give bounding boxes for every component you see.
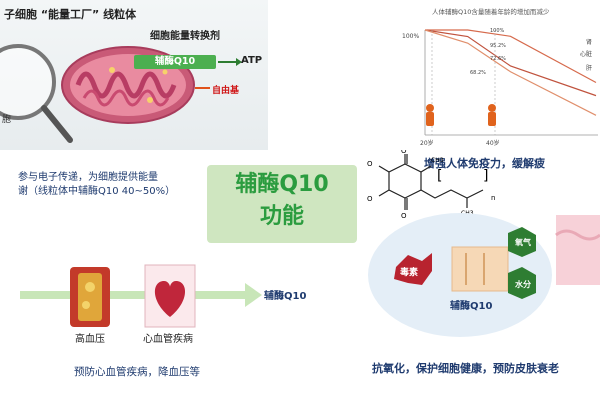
cell-label: 胞 <box>2 115 12 125</box>
magnifier-lens <box>0 44 56 120</box>
series-line-1 <box>424 29 597 97</box>
magnifier-handle <box>41 105 73 143</box>
series-line-2 <box>424 29 597 116</box>
skin-layer-art <box>556 215 600 285</box>
center-box <box>207 165 357 243</box>
isoprene-chain <box>420 189 484 199</box>
mitochondria-title: 子细胞 “能量工厂” 线粒体 <box>4 8 137 21</box>
label-cardiovascular-disease: 心血管疾病 <box>143 334 193 345</box>
chart-title: 人体辅酶Q10含量随着年龄的增加而减少 <box>432 8 550 16</box>
atp-label: ATP <box>241 55 263 66</box>
person-mid-icon <box>488 104 496 126</box>
water-label: 水分 <box>514 279 531 289</box>
svg-text:O: O <box>367 195 373 203</box>
svg-text:O: O <box>401 150 407 155</box>
cardio-illustration <box>20 264 262 328</box>
benzoquinone-ring <box>388 163 422 199</box>
mitochondria-illustration <box>0 44 242 143</box>
immunity-text: 增强人体免疫力，缓解疲 <box>424 157 545 170</box>
skin-patch <box>451 246 509 292</box>
series-label-liver: 肝 <box>586 65 592 72</box>
arrow-bar <box>20 291 245 299</box>
toxin-label: 毒素 <box>400 266 418 278</box>
methyl-label-a: CH3 <box>431 157 444 164</box>
electron-text-line2: 谢（线粒体中辅酶Q10 40~50%） <box>18 186 176 197</box>
person-young-icon <box>426 104 434 126</box>
svg-text:O: O <box>401 212 407 220</box>
repeat-n: n <box>491 194 495 202</box>
chart-series <box>424 29 597 116</box>
toxin-icon <box>394 253 432 285</box>
y-label-100: 100% <box>402 33 419 40</box>
label-hypertension: 高血压 <box>75 334 105 345</box>
label-coq10-bottom-left: 辅酶Q10 <box>264 291 307 302</box>
prevention-text: 预防心血管疾病，降血压等 <box>74 366 200 378</box>
cristae-lower <box>82 89 170 107</box>
point-label-100: 100% <box>490 28 505 34</box>
antioxidant-text: 抗氧化，保护细胞健康，预防皮肤衰老 <box>372 362 559 375</box>
x-label-40: 40岁 <box>486 139 500 147</box>
converter-label: 细胞能量转换剂 <box>150 31 220 42</box>
center-title: 辅酶Q10 <box>235 172 329 197</box>
series-label-kidney: 肾 <box>586 38 592 46</box>
center-subtitle: 功能 <box>259 204 304 229</box>
oxygen-label: 氧气 <box>514 237 531 247</box>
series-label-heart: 心脏 <box>580 50 592 58</box>
oxygen-icon <box>508 227 536 257</box>
electron-text-line1: 参与电子传递，为细胞提供能量 <box>18 172 158 183</box>
antioxidant-illustration: 毒素 氧气 水分 辅酶Q10 <box>368 213 600 337</box>
svg-text:O: O <box>367 160 373 168</box>
water-icon <box>508 267 536 299</box>
electron-transport-text: 参与电子传递，为细胞提供能量 谢（线粒体中辅酶Q10 40~50%） <box>18 171 175 199</box>
svg-text:[: [ <box>437 168 442 184</box>
point-label-726: 72.6% <box>490 56 506 62</box>
coq10-tag: 辅酶Q10 <box>134 55 216 69</box>
svg-text:]: ] <box>483 168 488 184</box>
coq10-label-br: 辅酶Q10 <box>450 299 492 312</box>
cristae <box>75 71 177 99</box>
point-label-952: 95.2% <box>490 43 506 49</box>
arrow-head <box>245 283 262 307</box>
blood-vessel-icon <box>70 267 110 327</box>
series-line-0 <box>425 29 597 84</box>
heart-icon <box>144 264 196 328</box>
x-label-20: 20岁 <box>420 139 434 147</box>
age-decline-chart: 100% 20岁 40岁 100% 95.2% 72.6% 68.2% 肾 心脏… <box>400 0 600 150</box>
free-radical-label: 自由基 <box>212 86 240 96</box>
point-label-682: 68.2% <box>470 70 486 76</box>
